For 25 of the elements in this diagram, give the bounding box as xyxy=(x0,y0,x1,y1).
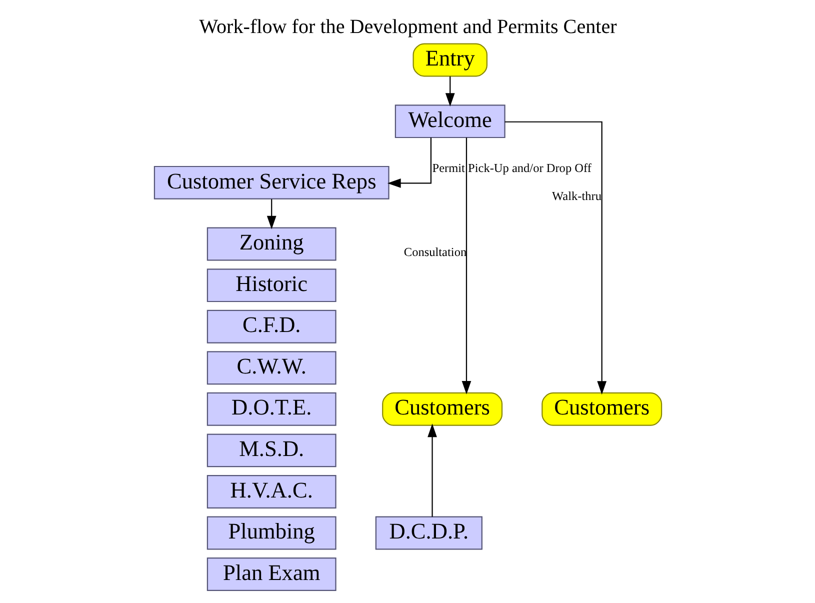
arrow xyxy=(386,138,432,188)
node-box: H.V.A.C. xyxy=(206,474,336,508)
node-box: Welcome xyxy=(394,104,505,138)
edge-label: Walk-thru xyxy=(552,188,601,203)
node-box: D.O.T.E. xyxy=(206,392,336,426)
arrow xyxy=(444,76,454,107)
diagram-title: Work-flow for the Development and Permits Center xyxy=(198,16,616,38)
edge-label: Consultation xyxy=(403,245,466,260)
node-box: Entry xyxy=(412,43,487,77)
node-box: Zoning xyxy=(206,227,336,261)
node-box: Customers xyxy=(541,392,662,426)
arrow xyxy=(427,424,436,517)
node-box: M.S.D. xyxy=(206,434,336,468)
node-box: Customer Service Reps xyxy=(153,166,389,200)
node-box: C.W.W. xyxy=(206,351,336,385)
arrow xyxy=(504,121,606,395)
edge-label: Permit Pick-Up and/or Drop Off xyxy=(432,161,591,176)
node-box: Historic xyxy=(206,268,336,302)
node-box: Plumbing xyxy=(206,516,336,550)
node-box: Customers xyxy=(382,392,502,426)
node-box: C.F.D. xyxy=(206,310,336,344)
node-box: D.C.D.P. xyxy=(374,516,482,550)
arrow xyxy=(461,138,471,394)
arrow xyxy=(266,199,276,230)
node-box: Plan Exam xyxy=(206,558,336,592)
